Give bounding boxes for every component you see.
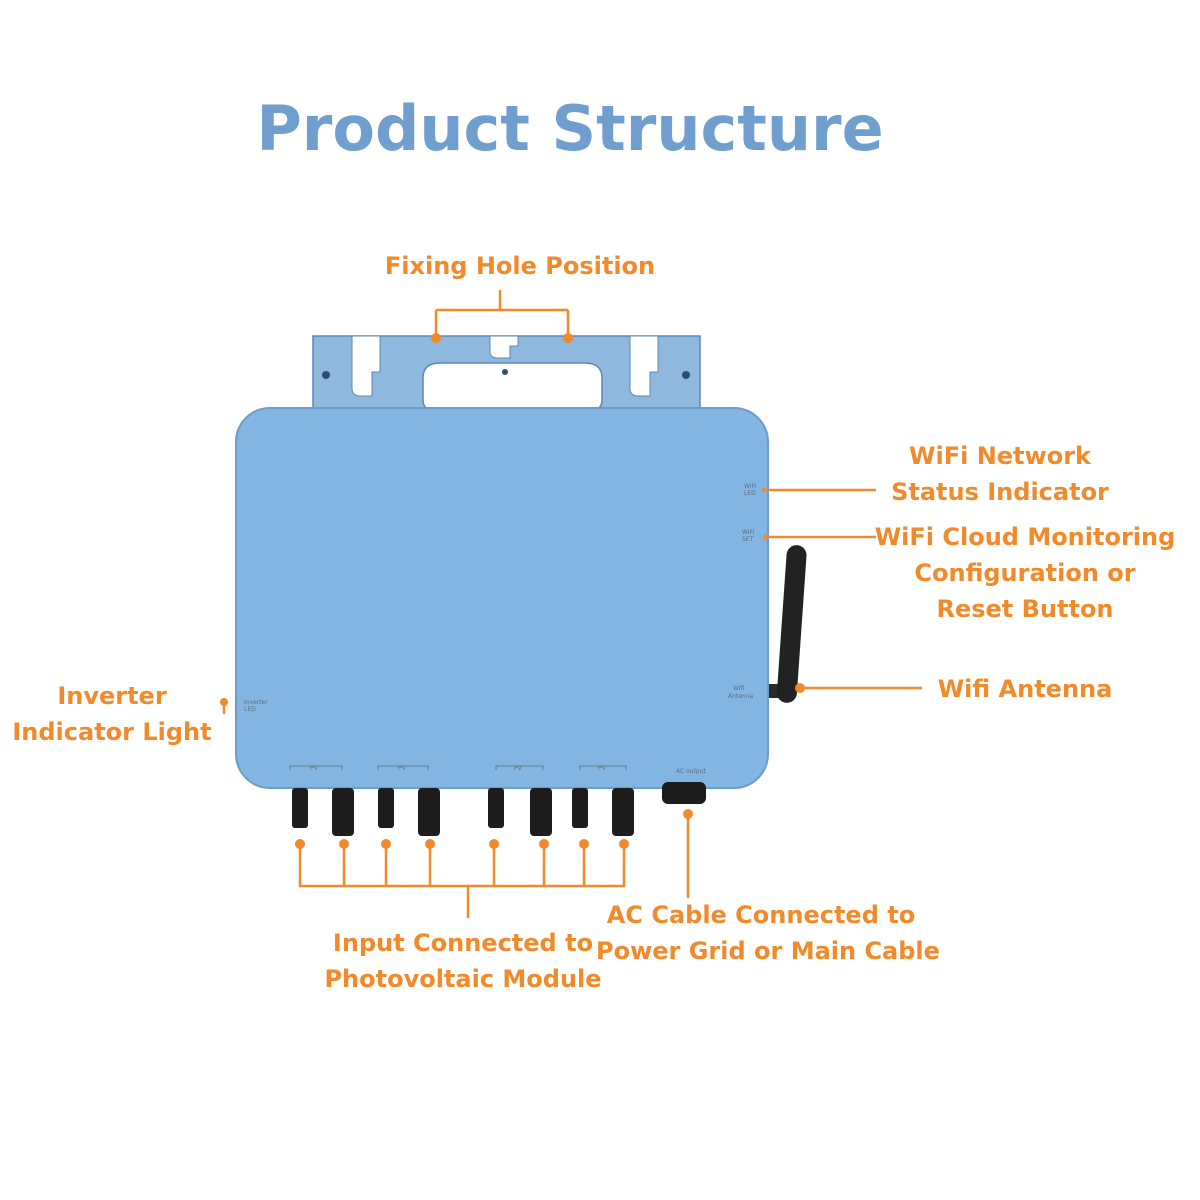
- ac-output-label: AC output: [676, 768, 707, 775]
- pv-connector-2: [332, 788, 354, 836]
- bracket-slot-2: [489, 335, 519, 359]
- bracket-hole-right: [682, 371, 690, 379]
- pv-connector-6: [530, 788, 552, 836]
- wifi-status-callout: WiFi Network Status Indicator: [891, 442, 1109, 506]
- pv-connector-4: [418, 788, 440, 836]
- page-title: Product Structure: [256, 92, 884, 165]
- pv-group-markings: [289, 765, 627, 770]
- leader-lines: [222, 290, 922, 918]
- pv-connector-5: [488, 788, 504, 828]
- bracket-slot-3: [629, 335, 659, 397]
- pv-group-2-label: PV: [398, 765, 407, 772]
- pv-input-leader: [298, 844, 626, 918]
- inverter-light-callout: Inverter Indicator Light: [12, 682, 212, 746]
- pv-connector-8: [612, 788, 634, 836]
- pv-connector-7: [572, 788, 588, 828]
- wifi-set-label: WiFi: [742, 529, 754, 536]
- ac-cable-callout: AC Cable Connected to Power Grid or Main…: [596, 901, 940, 965]
- bracket-hole-left: [322, 371, 330, 379]
- inverter-led-label-2: LED: [244, 706, 256, 713]
- pv-group-4-label: PV: [598, 765, 607, 772]
- pv-input-callout: Input Connected to Photovoltaic Module: [324, 929, 602, 993]
- bracket-hole-center: [502, 369, 508, 375]
- pv-connectors: [292, 788, 634, 836]
- wifi-cloud-callout: WiFi Cloud Monitoring Configuration or R…: [874, 523, 1176, 623]
- wifi-antenna-label: Wifi: [733, 685, 744, 692]
- inverter-body: [235, 407, 769, 789]
- wifi-set-label-2: SET: [742, 536, 754, 543]
- inverter-led-label: Inverter: [244, 699, 268, 706]
- bracket-slot-1: [351, 335, 381, 397]
- pv-group-1-label: PV: [310, 765, 319, 772]
- pv-group-3-label: PV: [514, 765, 523, 772]
- pv-connector-1: [292, 788, 308, 828]
- leader-dots: [220, 333, 805, 849]
- wifi-led-label: WiFi: [744, 483, 756, 490]
- wifi-led-label-2: LED: [744, 490, 756, 497]
- pv-connector-3: [378, 788, 394, 828]
- fixing-hole-leader: [434, 290, 570, 337]
- fixing-hole-callout: Fixing Hole Position: [384, 252, 656, 280]
- ac-connector: [662, 782, 706, 804]
- wifi-antenna-label-2: Antenna: [728, 693, 754, 700]
- wifi-antenna-callout: Wifi Antenna: [937, 675, 1113, 703]
